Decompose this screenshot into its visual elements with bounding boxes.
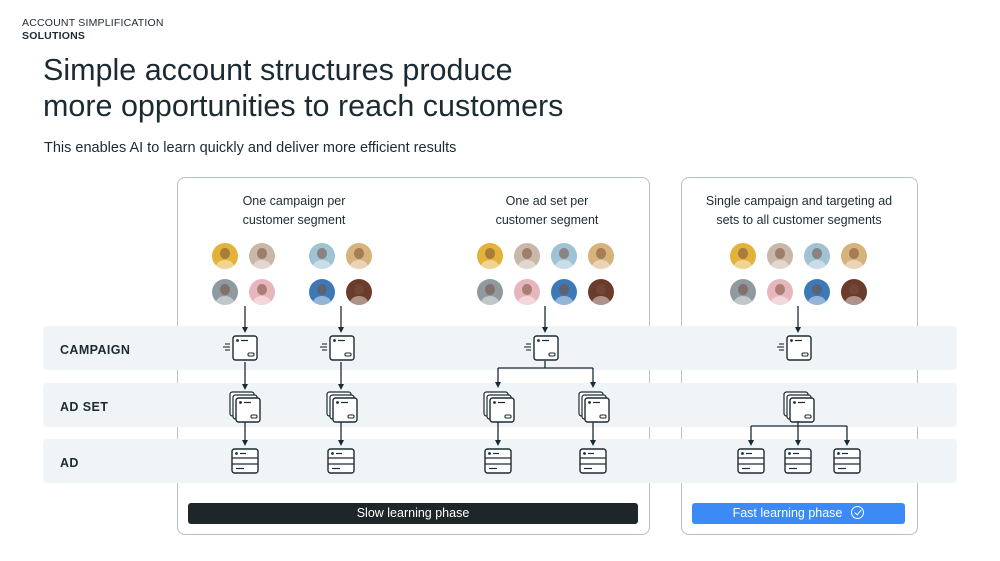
fast-learning-phase-label: Fast learning phase	[732, 506, 843, 520]
avatar	[767, 243, 793, 269]
stacked-cards-icon	[484, 392, 514, 422]
stacked-cards-icon	[784, 392, 814, 422]
avatar	[804, 243, 830, 269]
flow-column-c	[484, 306, 609, 474]
campaign-row-label: CAMPAIGN	[60, 343, 131, 357]
avatar	[730, 243, 756, 269]
column-heading-line-1: One campaign per	[242, 194, 346, 208]
column-heading-campaign-per-segment: One campaign per customer segment	[184, 192, 404, 230]
avatar	[514, 279, 540, 305]
avatar	[551, 279, 577, 305]
stacked-cards-icon	[327, 392, 357, 422]
check-circle-icon	[851, 506, 865, 519]
eyebrow-line-1: ACCOUNT SIMPLIFICATION	[22, 17, 164, 29]
avatar	[212, 243, 238, 269]
avatar	[346, 243, 372, 269]
avatar	[841, 279, 867, 305]
avatar	[249, 279, 275, 305]
ad-card-icon	[579, 448, 607, 474]
stacked-cards-icon	[230, 392, 260, 422]
ad-card-icon	[737, 448, 765, 474]
avatar	[346, 279, 372, 305]
slow-learning-phase-bar: Slow learning phase	[188, 503, 638, 524]
title-line-1: Simple account structures produce	[43, 53, 513, 87]
eyebrow-line-2: SOLUTIONS	[22, 30, 86, 42]
avatar	[212, 279, 238, 305]
campaign-card-icon	[223, 336, 257, 360]
ad-card-icon	[484, 448, 512, 474]
flow-column-d	[737, 306, 861, 474]
ad-set-row-label: AD SET	[60, 400, 109, 414]
avatar	[588, 243, 614, 269]
avatar	[730, 279, 756, 305]
avatar	[841, 243, 867, 269]
ad-card-icon	[833, 448, 861, 474]
column-heading-line-2: customer segment	[242, 213, 346, 227]
avatar	[309, 279, 335, 305]
flow-column-a	[223, 306, 260, 474]
avatar	[249, 243, 275, 269]
avatar	[767, 279, 793, 305]
avatar	[588, 279, 614, 305]
column-heading-line-2: customer segment	[495, 213, 599, 227]
stacked-cards-icon	[579, 392, 609, 422]
ad-card-icon	[784, 448, 812, 474]
campaign-card-icon	[777, 336, 811, 360]
avatar	[551, 243, 577, 269]
fast-learning-phase-bar: Fast learning phase	[692, 503, 905, 524]
avatar	[477, 243, 503, 269]
ad-row-label: AD	[60, 456, 79, 470]
column-heading-line-1: One ad set per	[505, 194, 589, 208]
ad-card-icon	[231, 448, 259, 474]
ad-card-icon	[327, 448, 355, 474]
section-eyebrow: ACCOUNT SIMPLIFICATION SOLUTIONS	[22, 17, 164, 43]
avatar	[804, 279, 830, 305]
page-title: Simple account structures produce more o…	[43, 52, 563, 124]
avatar	[477, 279, 503, 305]
avatar	[309, 243, 335, 269]
campaign-card-icon	[524, 336, 558, 360]
column-heading-line-1: Single campaign and targeting ad	[705, 194, 893, 208]
column-heading-single-campaign: Single campaign and targeting ad sets to…	[689, 192, 909, 230]
column-heading-ad-set-per-segment: One ad set per customer segment	[437, 192, 657, 230]
flow-column-b	[320, 306, 357, 474]
page-subtitle: This enables AI to learn quickly and del…	[44, 140, 457, 156]
column-heading-line-2: sets to all customer segments	[716, 213, 882, 227]
campaign-card-icon	[320, 336, 354, 360]
slow-learning-phase-label: Slow learning phase	[356, 506, 470, 520]
avatar	[514, 243, 540, 269]
title-line-2: more opportunities to reach customers	[43, 89, 564, 123]
